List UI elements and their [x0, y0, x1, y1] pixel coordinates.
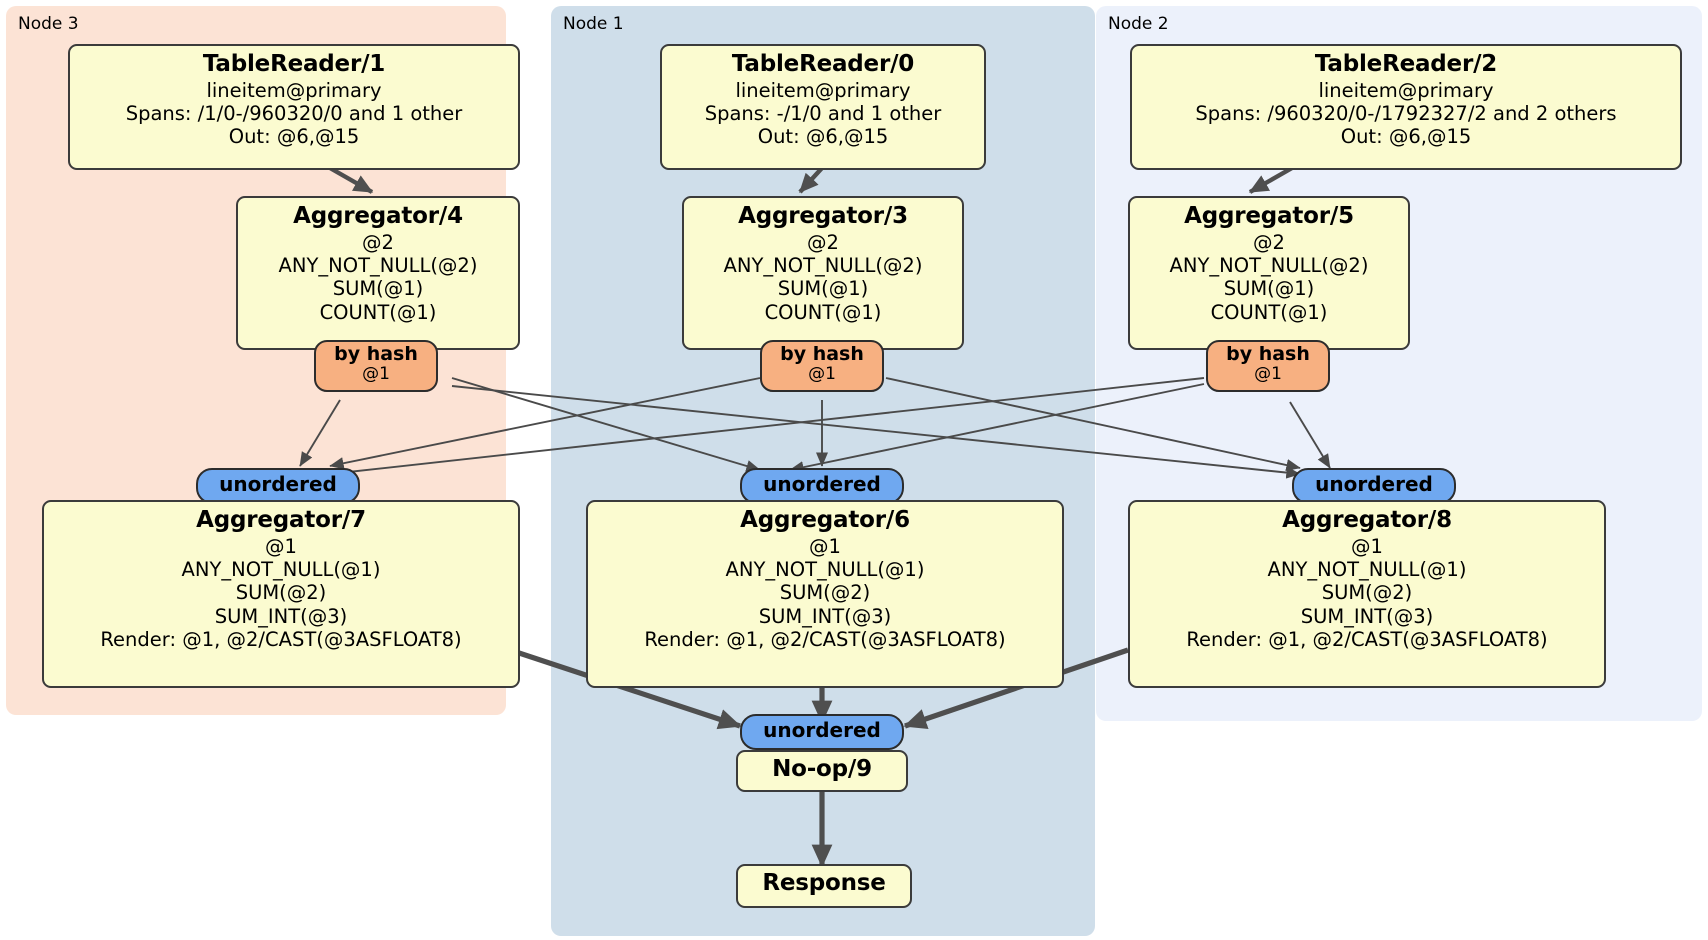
- processor-detail: Out: @6,@15: [228, 125, 360, 149]
- router-by-hash-aggregator4[interactable]: by hash @1: [314, 340, 438, 392]
- processor-detail: SUM(@2): [235, 581, 327, 605]
- processor-detail: SUM_INT(@3): [758, 604, 892, 628]
- processor-title: TableReader/0: [731, 51, 915, 77]
- processor-detail: COUNT(@1): [1210, 300, 1328, 324]
- processor-title: Response: [762, 870, 886, 896]
- synchronizer-unordered-aggregator8[interactable]: unordered: [1292, 468, 1456, 504]
- processor-detail: @2: [362, 230, 394, 254]
- processor-detail: COUNT(@1): [764, 300, 882, 324]
- processor-detail: Render: @1, @2/CAST(@3ASFLOAT8): [644, 628, 1006, 652]
- processor-title: Aggregator/5: [1184, 203, 1354, 229]
- processor-detail: SUM_INT(@3): [1300, 604, 1434, 628]
- node-panel-label-node3: Node 3: [18, 14, 79, 34]
- processor-detail: @1: [809, 534, 841, 558]
- processor-tablereader0[interactable]: TableReader/0 lineitem@primary Spans: -/…: [660, 44, 986, 170]
- router-label: by hash: [780, 343, 864, 365]
- processor-detail: COUNT(@1): [319, 300, 437, 324]
- processor-detail: SUM(@2): [1321, 581, 1413, 605]
- processor-detail: @2: [1253, 230, 1285, 254]
- processor-title: No-op/9: [772, 756, 872, 782]
- processor-response[interactable]: Response: [736, 864, 912, 908]
- processor-detail: lineitem@primary: [1318, 78, 1494, 102]
- processor-detail: Spans: -/1/0 and 1 other: [704, 101, 942, 125]
- processor-detail: Render: @1, @2/CAST(@3ASFLOAT8): [100, 628, 462, 652]
- processor-title: Aggregator/7: [196, 507, 366, 533]
- synchronizer-label: unordered: [219, 472, 337, 496]
- processor-aggregator7[interactable]: Aggregator/7 @1 ANY_NOT_NULL(@1) SUM(@2)…: [42, 500, 520, 688]
- processor-title: TableReader/2: [1314, 51, 1498, 77]
- processor-noop9[interactable]: No-op/9: [736, 750, 908, 792]
- router-column: @1: [808, 364, 836, 385]
- synchronizer-label: unordered: [763, 718, 881, 742]
- node-panel-label-node2: Node 2: [1108, 14, 1169, 34]
- processor-detail: Spans: /960320/0-/1792327/2 and 2 others: [1195, 101, 1617, 125]
- processor-detail: SUM_INT(@3): [214, 604, 348, 628]
- processor-title: Aggregator/8: [1282, 507, 1452, 533]
- processor-detail: ANY_NOT_NULL(@2): [278, 253, 478, 277]
- processor-title: Aggregator/4: [293, 203, 463, 229]
- processor-detail: ANY_NOT_NULL(@1): [181, 557, 381, 581]
- synchronizer-unordered-aggregator7[interactable]: unordered: [196, 468, 360, 504]
- processor-detail: Out: @6,@15: [757, 125, 889, 149]
- processor-detail: SUM(@2): [779, 581, 871, 605]
- processor-detail: SUM(@1): [777, 277, 869, 301]
- processor-aggregator3[interactable]: Aggregator/3 @2 ANY_NOT_NULL(@2) SUM(@1)…: [682, 196, 964, 350]
- processor-detail: lineitem@primary: [735, 78, 911, 102]
- processor-detail: Out: @6,@15: [1340, 125, 1472, 149]
- processor-detail: SUM(@1): [332, 277, 424, 301]
- node-panel-label-node1: Node 1: [563, 14, 624, 34]
- processor-tablereader1[interactable]: TableReader/1 lineitem@primary Spans: /1…: [68, 44, 520, 170]
- router-column: @1: [362, 364, 390, 385]
- router-label: by hash: [1226, 343, 1310, 365]
- router-column: @1: [1254, 364, 1282, 385]
- processor-detail: @1: [1351, 534, 1383, 558]
- processor-detail: SUM(@1): [1223, 277, 1315, 301]
- router-label: by hash: [334, 343, 418, 365]
- synchronizer-unordered-aggregator6[interactable]: unordered: [740, 468, 904, 504]
- synchronizer-unordered-noop9[interactable]: unordered: [740, 714, 904, 750]
- router-by-hash-aggregator5[interactable]: by hash @1: [1206, 340, 1330, 392]
- router-by-hash-aggregator3[interactable]: by hash @1: [760, 340, 884, 392]
- processor-detail: ANY_NOT_NULL(@2): [723, 253, 923, 277]
- processor-detail: @1: [265, 534, 297, 558]
- processor-detail: @2: [807, 230, 839, 254]
- processor-title: Aggregator/6: [740, 507, 910, 533]
- processor-title: Aggregator/3: [738, 203, 908, 229]
- processor-aggregator6[interactable]: Aggregator/6 @1 ANY_NOT_NULL(@1) SUM(@2)…: [586, 500, 1064, 688]
- processor-detail: lineitem@primary: [206, 78, 382, 102]
- processor-tablereader2[interactable]: TableReader/2 lineitem@primary Spans: /9…: [1130, 44, 1682, 170]
- synchronizer-label: unordered: [1315, 472, 1433, 496]
- processor-detail: ANY_NOT_NULL(@1): [1267, 557, 1467, 581]
- processor-detail: ANY_NOT_NULL(@1): [725, 557, 925, 581]
- processor-aggregator8[interactable]: Aggregator/8 @1 ANY_NOT_NULL(@1) SUM(@2)…: [1128, 500, 1606, 688]
- processor-detail: ANY_NOT_NULL(@2): [1169, 253, 1369, 277]
- processor-aggregator5[interactable]: Aggregator/5 @2 ANY_NOT_NULL(@2) SUM(@1)…: [1128, 196, 1410, 350]
- synchronizer-label: unordered: [763, 472, 881, 496]
- processor-detail: Render: @1, @2/CAST(@3ASFLOAT8): [1186, 628, 1548, 652]
- processor-aggregator4[interactable]: Aggregator/4 @2 ANY_NOT_NULL(@2) SUM(@1)…: [236, 196, 520, 350]
- processor-detail: Spans: /1/0-/960320/0 and 1 other: [125, 101, 463, 125]
- processor-title: TableReader/1: [202, 51, 386, 77]
